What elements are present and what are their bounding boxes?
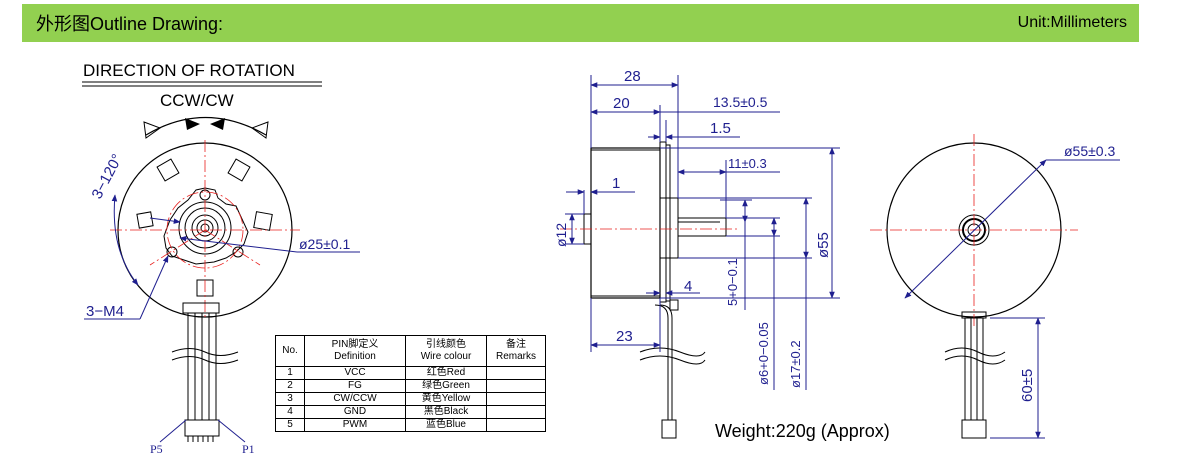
rotation-title: DIRECTION OF ROTATION (83, 61, 295, 80)
pin-left-label: P5 (150, 442, 163, 456)
mount-hole (166, 246, 178, 258)
section-title: 外形图Outline Drawing: (36, 14, 224, 34)
dim-d55-side: ø55 (815, 232, 832, 258)
dim-4: 4 (684, 278, 692, 295)
rotation-label: CCW/CW (160, 91, 234, 110)
dim-1: 1 (612, 175, 620, 192)
header-no: No. (275, 335, 305, 367)
front-cable (182, 302, 220, 442)
side-view: 28 20 13.5±0.5 1.5 11±0.3 1 ø12 ø55 4 5+… (553, 68, 840, 439)
motor-body-side (590, 147, 661, 299)
dim-d6: ø6+0−0.05 (756, 322, 771, 385)
dim-d12: ø12 (553, 223, 569, 247)
table-row: 2 FG 绿色Green (275, 379, 546, 393)
table-row: 3 CW/CCW 黄色Yellow (275, 392, 546, 406)
ccw-arrow (145, 116, 267, 136)
unit-label: Unit:Millimeters (1017, 14, 1127, 31)
dim-60: 60±5 (1019, 369, 1036, 402)
weight-label: Weight:220g (Approx) (715, 421, 890, 441)
rear-view: ø55±0.3 60±5 (870, 134, 1120, 439)
dim-5: 5+0−0.1 (725, 258, 740, 306)
table-row: 4 GND 黑色Black (275, 405, 546, 419)
section-header: 外形图Outline Drawing: Unit:Millimeters (22, 4, 1139, 42)
dim-d17: ø17±0.2 (788, 340, 803, 388)
dim-11: 11±0.3 (728, 156, 767, 171)
dim-13-5: 13.5±0.5 (713, 94, 768, 110)
bolt-circle-label: ø25±0.1 (299, 236, 350, 252)
dim-d55-rear: ø55±0.3 (1064, 143, 1115, 159)
pin-right-label: P1 (242, 442, 255, 456)
dim-1-5: 1.5 (710, 120, 731, 137)
screw-label: 3−M4 (86, 303, 124, 320)
angle-label: 3−120° (89, 151, 127, 201)
dim-23: 23 (616, 328, 633, 345)
dim-20: 20 (613, 95, 630, 112)
table-row: 1 VCC 红色Red (275, 366, 546, 380)
table-row: 5 PWM 蓝色Blue (275, 418, 546, 432)
mount-hole (232, 246, 244, 258)
dim-28: 28 (624, 68, 641, 85)
front-view: DIRECTION OF ROTATION CCW/CW (82, 61, 360, 456)
